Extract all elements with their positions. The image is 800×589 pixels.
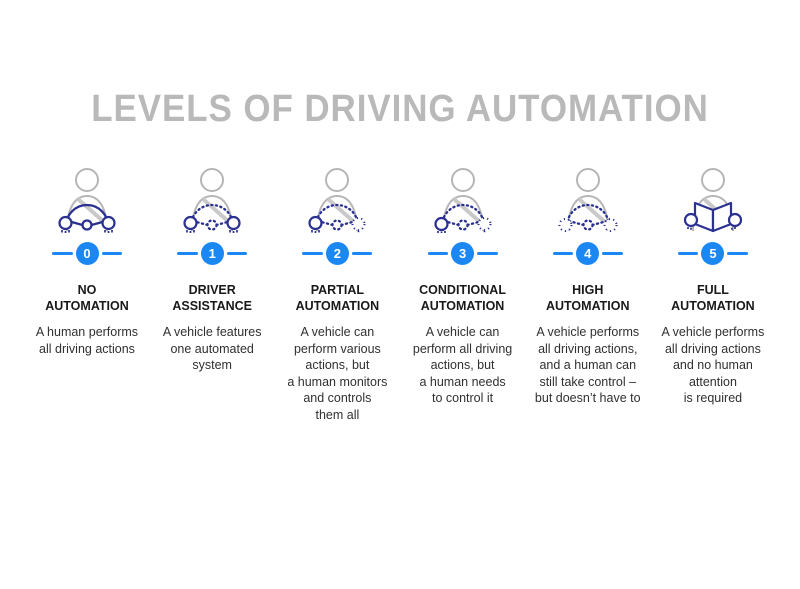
driver-hands-on-solid-wheel-icon <box>50 167 124 233</box>
level-column-2: 2 PARTIAL AUTOMATION A vehicle can perfo… <box>278 167 396 423</box>
level-column-0: 0 NO AUTOMATION A human performs all dri… <box>28 167 146 423</box>
level-name: FULL AUTOMATION <box>671 283 755 313</box>
axis-line-left <box>427 252 449 255</box>
level-number-badge: 5 <box>701 242 725 265</box>
level-description: A vehicle features one automated system <box>162 325 262 372</box>
axis-line-right <box>727 252 748 255</box>
driver-hands-on-dashed-wheel-icon <box>175 167 249 233</box>
axis-line-left <box>52 252 73 255</box>
level-column-3: 3 CONDITIONAL AUTOMATION A vehicle can p… <box>404 167 522 423</box>
page-title: LEVELS OF DRIVING AUTOMATION <box>91 88 709 130</box>
level-number-badge: 2 <box>325 242 349 265</box>
level-axis-segment: 2 <box>302 242 373 265</box>
level-axis-segment: 0 <box>52 242 122 265</box>
axis-line-left <box>552 252 574 255</box>
level-name: DRIVER ASSISTANCE <box>172 283 252 313</box>
level-axis-segment: 3 <box>427 242 498 265</box>
level-axis-segment: 5 <box>677 242 748 265</box>
axis-line-right <box>226 252 248 255</box>
axis-line-right <box>101 252 122 255</box>
level-number-badge: 4 <box>576 242 600 265</box>
level-description: A vehicle performs all driving actions, … <box>534 325 641 405</box>
level-description: A vehicle can perform all driving action… <box>412 325 513 405</box>
infographic-levels-of-driving-automation: LEVELS OF DRIVING AUTOMATION <box>0 88 800 589</box>
level-number-badge: 0 <box>75 242 99 265</box>
level-name: NO AUTOMATION <box>45 283 129 313</box>
axis-line-right <box>602 252 623 255</box>
level-column-5: 5 FULL AUTOMATION A vehicle performs all… <box>654 167 772 423</box>
driver-one-hand-dashed-wheel-icon <box>300 167 374 233</box>
level-axis-segment: 4 <box>552 242 623 265</box>
passenger-reading-book-icon <box>676 167 750 233</box>
level-description: A vehicle can perform various actions, b… <box>287 325 388 422</box>
axis-line-left <box>677 252 699 255</box>
level-description: A vehicle performs all driving actions a… <box>661 325 765 405</box>
level-description: A human performs all driving actions <box>35 325 139 356</box>
level-name: PARTIAL AUTOMATION <box>295 283 380 313</box>
level-name: CONDITIONAL AUTOMATION <box>419 283 506 313</box>
axis-line-left <box>177 252 198 255</box>
level-axis-segment: 1 <box>177 242 248 265</box>
level-number-badge: 3 <box>451 242 475 265</box>
level-name: HIGH AUTOMATION <box>545 283 630 313</box>
axis-line-right <box>477 252 498 255</box>
levels-row: 0 NO AUTOMATION A human performs all dri… <box>28 167 772 423</box>
driver-hands-off-dashed-wheel-icon <box>551 167 625 233</box>
axis-line-left <box>302 252 323 255</box>
driver-one-hand-dashed-wheel-icon <box>426 167 500 233</box>
level-column-4: 4 HIGH AUTOMATION A vehicle performs all… <box>529 167 647 423</box>
level-number-badge: 1 <box>200 242 224 265</box>
axis-line-right <box>351 252 373 255</box>
level-column-1: 1 DRIVER ASSISTANCE A vehicle features o… <box>153 167 271 423</box>
